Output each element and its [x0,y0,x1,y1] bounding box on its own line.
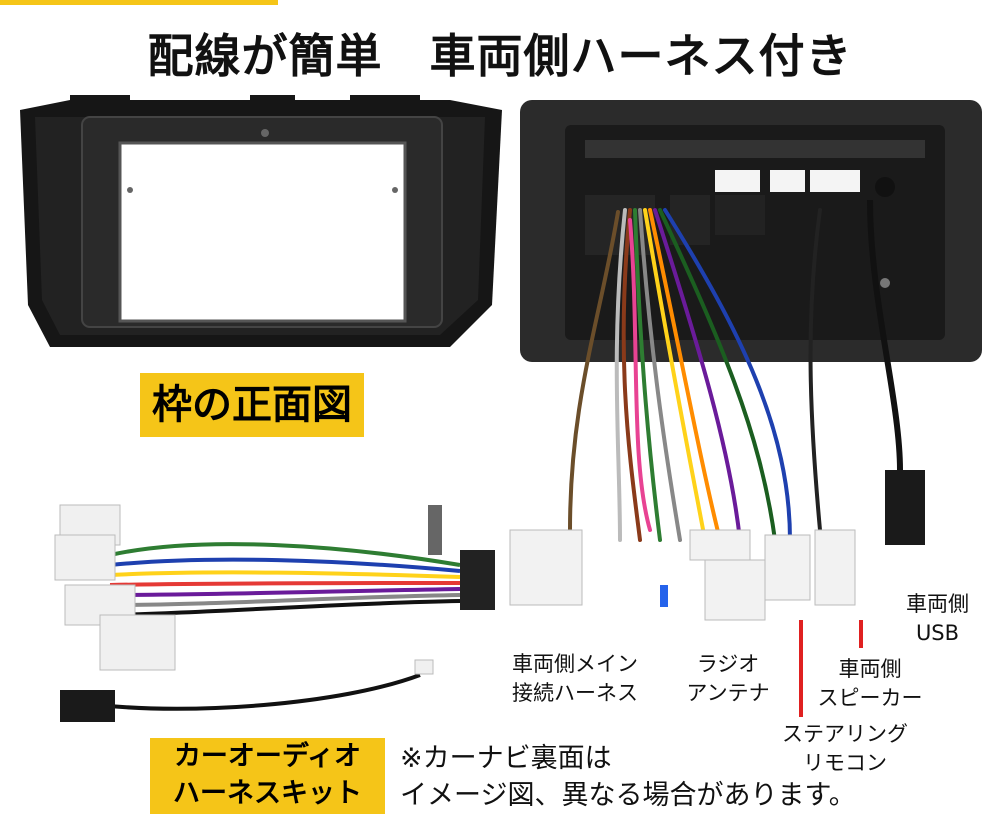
callout-main-harness-line2: 接続ハーネス [512,681,638,705]
callout-vehicle-speaker-line1: 車両側 [838,657,902,681]
note-line1: ※カーナビ裏面は [400,743,612,774]
callout-vehicle-speaker: 車両側 スピーカー [800,655,940,713]
callout-vehicle-usb: 車両側 USB [890,590,985,648]
frame-front-image [20,95,502,347]
callout-radio-antenna-line1: ラジオ [696,652,760,676]
callout-steering-remote-line1: ステアリング [782,722,908,746]
page-title: 配線が簡単 車両側ハーネス付き [147,29,853,83]
vehicle-speaker-pointer [859,620,863,648]
harness-kit-label-line2: ハーネスキット [173,778,362,809]
callout-vehicle-usb-line2: USB [915,621,960,645]
harness-kit-label: カーオーディオ ハーネスキット [150,738,385,814]
steering-remote-pointer [799,620,803,717]
callout-main-harness: 車両側メイン 接続ハーネス [495,650,655,708]
callout-vehicle-speaker-line2: スピーカー [817,686,923,710]
callout-main-harness-line1: 車両側メイン [512,652,638,676]
callout-radio-antenna-line2: アンテナ [686,681,770,705]
image-disclaimer-note: ※カーナビ裏面は イメージ図、異なる場合があります。 [400,740,856,814]
callout-steering-remote: ステアリング リモコン [760,720,930,778]
harness-kit-image [54,504,495,722]
note-line2: イメージ図、異なる場合があります。 [400,780,856,811]
frame-front-label: 枠の正面図 [140,373,364,437]
callout-vehicle-usb-line1: 車両側 [906,592,969,616]
wiring-image [509,200,925,621]
harness-kit-label-line1: カーオーディオ [173,741,362,772]
callout-steering-remote-line2: リモコン [803,751,887,775]
callout-radio-antenna: ラジオ アンテナ [668,650,788,708]
top-accent-bar [0,0,278,5]
